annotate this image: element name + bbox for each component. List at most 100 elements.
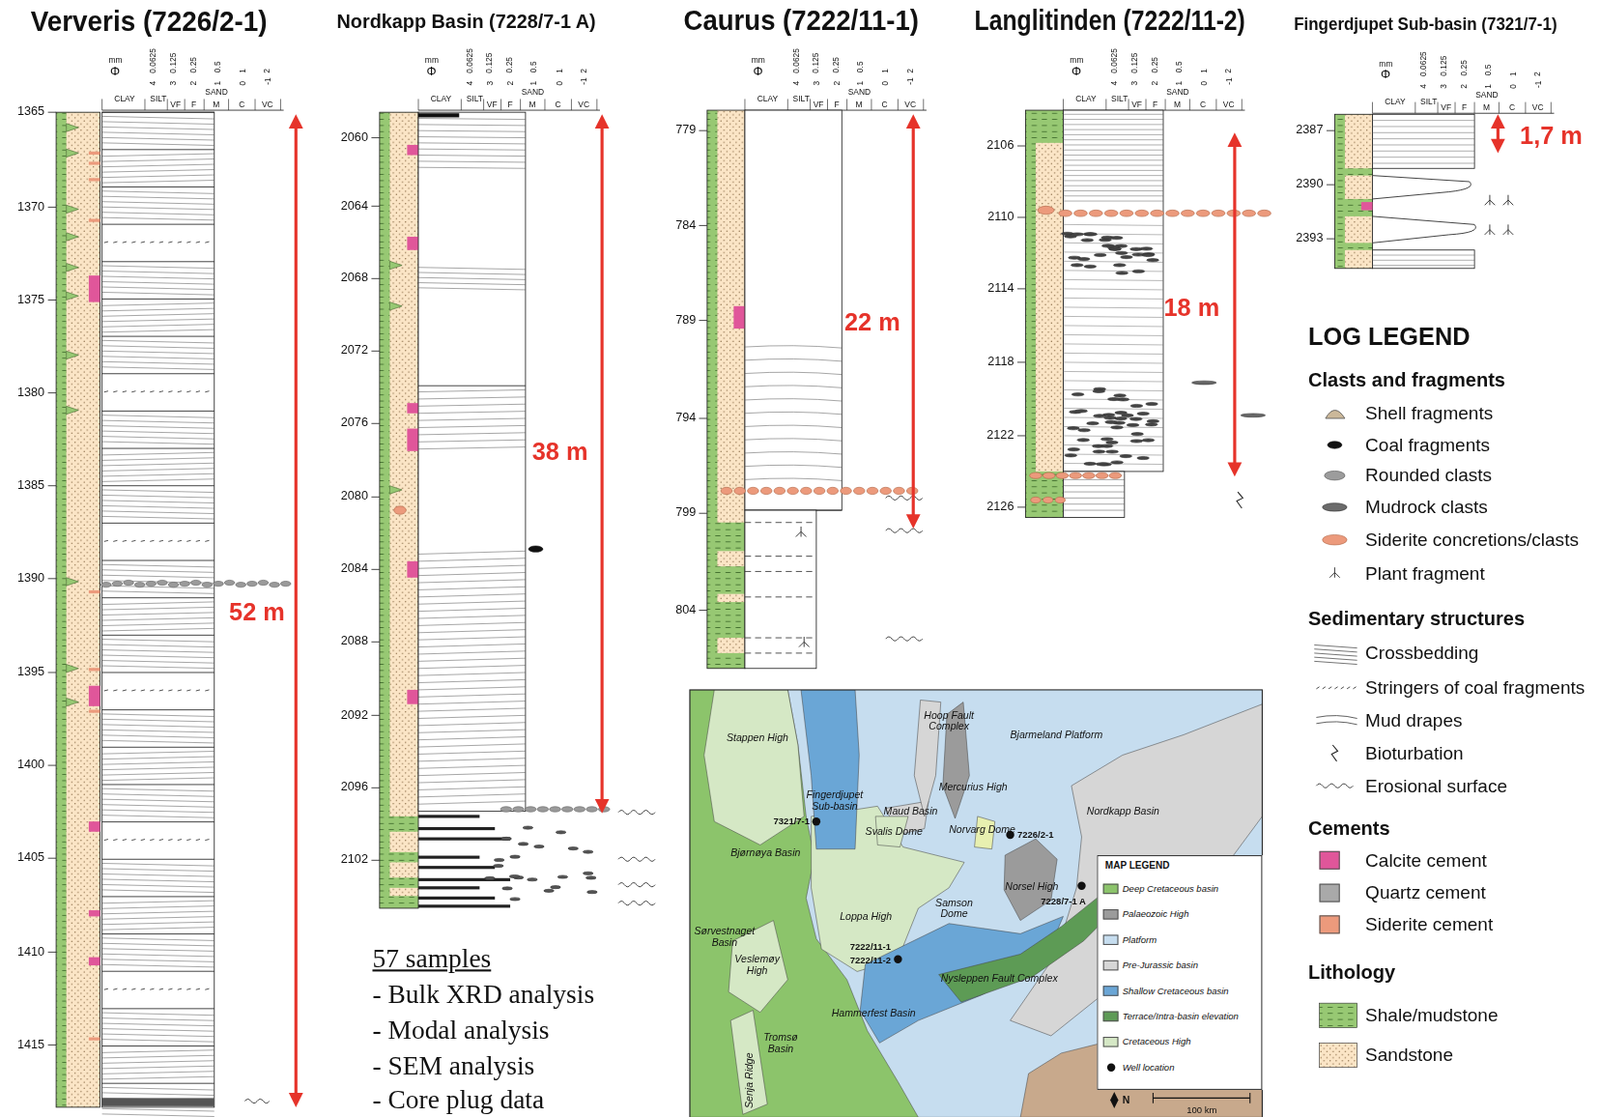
map-label: Loppa High [839, 910, 892, 922]
grain-scale: 0.25 [1149, 56, 1160, 72]
map-label: Samson Dome [931, 896, 976, 919]
arrow-head [1490, 114, 1506, 129]
mudrock-lamina [418, 865, 495, 869]
siderite-clast [1069, 472, 1083, 479]
cement-mark [406, 144, 419, 156]
depth-label: 2088 [341, 634, 369, 650]
bed-boundary [102, 336, 215, 338]
platform-area [689, 689, 1262, 1117]
cross-bedding [102, 291, 215, 295]
mudrock-clast [1115, 271, 1129, 275]
plant-symbol [799, 636, 810, 648]
lamination [1062, 503, 1124, 505]
grain-scale: 0.5 [1483, 64, 1493, 77]
lamination [1062, 371, 1163, 372]
grain-scale: 2 [1150, 80, 1161, 86]
grain-scale: VC [577, 99, 590, 110]
rounded-clast [524, 806, 537, 812]
depth-tick [371, 714, 379, 716]
coal-fragment [528, 545, 543, 552]
lamination [418, 118, 526, 120]
grain-scale: 3 [1439, 83, 1450, 88]
mudrock-clast [1114, 394, 1127, 398]
mudrock-clast [1129, 417, 1143, 421]
cross-bedding [102, 361, 215, 365]
grain-tick [1241, 98, 1243, 111]
mudrock-clast [493, 864, 505, 868]
depth-label: 779 [675, 123, 696, 139]
bed-column [1062, 110, 1163, 472]
coal-stringer [177, 540, 182, 542]
mudrock-clast [1114, 417, 1128, 421]
cross-bedding [102, 606, 215, 610]
grain-scale: M [856, 99, 863, 110]
coal-stringer [122, 540, 127, 542]
cross-bedding [418, 586, 526, 590]
cross-bedding [102, 1028, 215, 1032]
grain-tick [1414, 102, 1416, 115]
depth-tick [371, 350, 379, 352]
cross-bedding [102, 121, 215, 125]
arrow-head [595, 114, 610, 129]
arrow-head [906, 114, 921, 129]
coal-stringer [168, 391, 172, 393]
bed-boundary [102, 1083, 215, 1085]
cross-bedding [102, 964, 215, 968]
cross-bedding [102, 174, 215, 178]
cross-bedding [102, 953, 215, 957]
grain-scale: mm [1378, 58, 1393, 69]
grain-scale: SILT [1111, 93, 1128, 104]
bed-boundary [102, 112, 215, 114]
bed-boundary [102, 858, 215, 860]
depth-tick [371, 496, 379, 498]
lamination [744, 371, 842, 374]
coal-stringer [168, 988, 172, 990]
lith-outline [379, 112, 419, 909]
mudrock-lamina [418, 837, 511, 841]
grain-scale: CLAY [430, 93, 452, 104]
grain-scale: SAND [848, 86, 871, 97]
bed-boundary [744, 571, 817, 572]
cross-bedding [102, 665, 215, 669]
grain-scale: M [529, 99, 537, 110]
shale-spike [66, 664, 80, 673]
legend-text: Well location [1122, 1061, 1175, 1073]
grain-scale: 2 [1533, 71, 1543, 77]
cross-bedding [102, 473, 215, 477]
legend-text: Stringers of coal fragments [1365, 677, 1585, 699]
grain-scale: 0.25 [505, 56, 515, 72]
cross-bedding [418, 665, 526, 669]
lamination [418, 124, 526, 126]
depth-label: 1410 [17, 944, 45, 960]
stringer-symbol [1352, 686, 1356, 689]
grain-tick [596, 98, 598, 111]
map-label: Bjarmeland Platform [1010, 728, 1104, 741]
cross-bedding [102, 415, 215, 419]
siderite-clast [1109, 472, 1122, 479]
thickness-arrow [1496, 126, 1500, 142]
cross-bedding [102, 1033, 215, 1037]
well-label: 7222/11-1 [850, 942, 891, 953]
scale-label: 100 km [1186, 1105, 1217, 1116]
grain-scale: F [507, 99, 513, 110]
cross-bedding [102, 356, 215, 360]
well-label: 7321/7-1 [773, 816, 811, 828]
grain-tick [787, 98, 789, 111]
cross-bedding [102, 809, 215, 813]
mudrock-clast [527, 878, 539, 882]
cross-bedding [102, 303, 215, 307]
depth-label: 2387 [1295, 123, 1323, 139]
cross-bedding [102, 761, 215, 765]
mudrock-clast [1085, 232, 1098, 236]
lamination [1371, 143, 1475, 145]
erosion-surface [885, 636, 923, 641]
coal-stringer [204, 839, 209, 841]
cross-bedding [102, 281, 215, 285]
lamination [1371, 156, 1475, 158]
mudrock-clast [1077, 438, 1090, 442]
grain-scale: 0.0625 [1110, 47, 1120, 73]
rounded-clast [269, 582, 281, 588]
coal-stringer [159, 988, 164, 990]
coal-stringer [204, 988, 209, 990]
cross-bedding [102, 879, 215, 883]
